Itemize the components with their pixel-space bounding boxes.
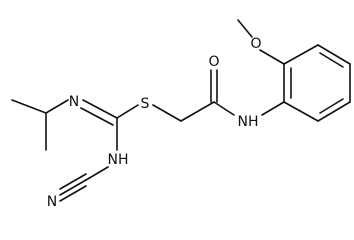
atom-labels: O O NH S N NH N — [47, 36, 262, 210]
bond-c-n-double-2 — [80, 107, 114, 126]
bond-nh-nitrile-c — [85, 166, 109, 181]
atom-n-nitrile: N — [47, 194, 57, 210]
ring-bond-4 — [317, 101, 351, 122]
atom-o-carbonyl: O — [208, 54, 219, 70]
atom-n-imine: N — [69, 94, 79, 110]
atom-nh-amide: NH — [238, 114, 259, 130]
bond-ch2-s — [152, 104, 182, 122]
bond-isopropyl-methyl-1 — [11, 99, 47, 114]
bond-c-n-double-1 — [82, 99, 118, 119]
bond-n-isopropyl — [45, 99, 69, 114]
bond-nitrile-triple-1 — [59, 173, 87, 190]
ring-inner-bond-1 — [319, 52, 344, 68]
bond-carbonyl-ch2 — [180, 101, 215, 122]
atom-s: S — [141, 96, 150, 112]
ring-bond-5 — [283, 101, 319, 122]
bond-ring-nh-amide — [261, 101, 285, 116]
chemical-structure-diagram: O O NH S N NH N — [11, 19, 351, 210]
bond-o-methoxy-ring — [259, 49, 285, 65]
atom-o-methoxy: O — [250, 36, 261, 52]
bond-nh-amide-carbonyl — [213, 101, 235, 116]
ring-bond-1 — [283, 44, 319, 65]
bonds — [11, 19, 351, 202]
ring-inner-bond-2 — [319, 98, 344, 114]
ring-bond-2 — [317, 44, 351, 65]
bond-s-central-c — [116, 104, 139, 119]
bond-nitrile-triple-3 — [59, 185, 87, 202]
bond-nitrile-triple-2 — [59, 179, 87, 196]
bond-methyl-o-methoxy — [237, 19, 253, 38]
atom-nh-amine: NH — [108, 152, 129, 168]
